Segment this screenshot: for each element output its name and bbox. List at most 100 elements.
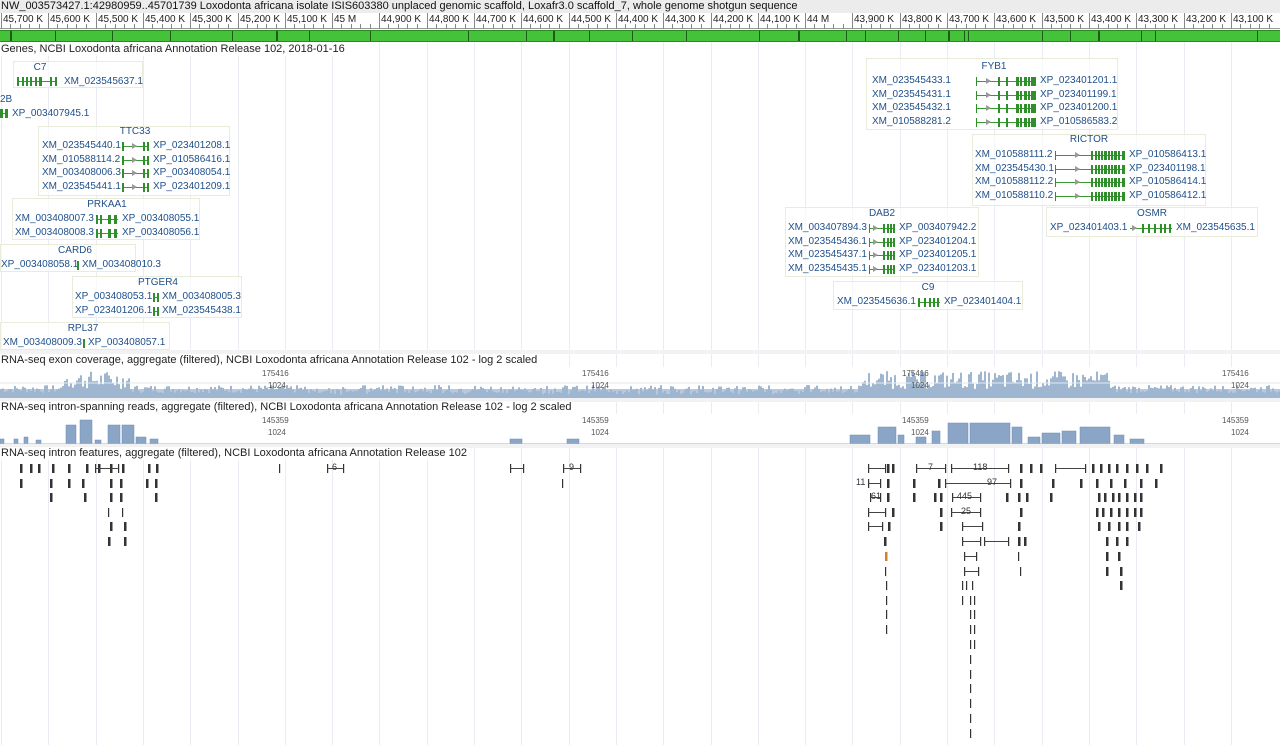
accession-label[interactable]: XP_003408056.1 [122, 227, 200, 238]
accession-label[interactable]: XP_023401201.1 [1040, 75, 1118, 86]
intron-feature-bar[interactable] [1026, 493, 1029, 502]
accession-label[interactable]: XP_010586413.1 [1129, 149, 1207, 160]
sequence-overview-bar[interactable] [0, 30, 1280, 42]
intron-feature-bar[interactable] [38, 464, 41, 473]
intron-feature-bar[interactable] [1106, 567, 1109, 576]
intron-feature-bar[interactable] [966, 581, 968, 590]
gene-model-fyb1[interactable] [976, 104, 1036, 113]
accession-label[interactable]: XM_003408007.3 [15, 213, 94, 224]
accession-label[interactable]: XM_023545436.1 [788, 236, 867, 247]
intron-feature-bar[interactable] [940, 493, 943, 502]
intron-feature-bar[interactable] [1140, 479, 1143, 488]
intron-feature-bar[interactable] [1126, 522, 1129, 531]
intron-feature-bar[interactable] [50, 479, 53, 488]
intron-feature-bar[interactable] [1120, 581, 1123, 590]
gene-model-ptger4[interactable] [153, 293, 159, 302]
intron-feature-bar[interactable] [20, 479, 23, 488]
intron-feature-bar[interactable] [1096, 479, 1099, 488]
gene-model-ttc33[interactable] [122, 169, 149, 178]
intron-reads-track-title[interactable]: RNA-seq intron-spanning reads, aggregate… [0, 401, 572, 414]
intron-feature-bar[interactable] [970, 655, 972, 664]
accession-label[interactable]: XM_003408009.3 [3, 337, 82, 348]
intron-feature-bar[interactable] [86, 464, 89, 473]
accession-label[interactable]: XM_010588110.2 [975, 190, 1054, 201]
gene-name-dab2[interactable]: DAB2 [868, 208, 896, 219]
intron-feature-bar[interactable] [940, 522, 943, 531]
intron-feature-bar[interactable] [1100, 464, 1103, 473]
accession-label[interactable]: XM_010588111.2 [975, 149, 1053, 160]
intron-feature-bar[interactable] [124, 522, 127, 531]
intron-feature-bar[interactable] [1020, 508, 1023, 517]
accession-label[interactable]: XM_010588281.2 [872, 116, 951, 127]
intron-feature-bar[interactable] [30, 464, 33, 473]
accession-label[interactable]: XP_023401209.1 [153, 181, 231, 192]
intron-feature-bar[interactable] [1085, 464, 1087, 473]
intron-feature-bar[interactable] [1134, 508, 1137, 517]
accession-label[interactable]: XP_023401205.1 [899, 249, 977, 260]
intron-feature-bar[interactable] [974, 640, 976, 649]
gene-name-ptger4[interactable]: PTGER4 [137, 277, 178, 288]
intron-feature-bar[interactable] [562, 479, 564, 488]
accession-label[interactable]: XP_023401206.1 [75, 305, 153, 316]
accession-label[interactable]: XM_023545431.1 [872, 89, 951, 100]
intron-feature-bar[interactable] [1106, 552, 1109, 561]
intron-feature-bar[interactable] [880, 479, 882, 488]
intron-feature-bar[interactable] [885, 464, 887, 473]
intron-feature-bar[interactable] [970, 684, 972, 693]
intron-feature-bar[interactable] [1120, 567, 1123, 576]
gene-model-card6[interactable] [77, 261, 79, 270]
intron-feature-bar[interactable] [343, 464, 345, 473]
intron-feature-bar[interactable] [523, 464, 525, 473]
intron-feature-bar[interactable] [1116, 464, 1119, 473]
gene-name-2b[interactable]: 2B [0, 94, 13, 105]
intron-feature-bar[interactable] [940, 508, 943, 517]
intron-feature-bar[interactable] [882, 522, 884, 531]
intron-feature-bar[interactable] [1020, 567, 1022, 576]
accession-label[interactable]: XP_003408057.1 [88, 337, 166, 348]
gene-name-osmr[interactable]: OSMR [1137, 208, 1167, 219]
intron-feature-bar[interactable] [978, 567, 980, 576]
accession-label[interactable]: XM_023545441.1 [42, 181, 121, 192]
intron-feature-bar[interactable] [124, 537, 127, 546]
intron-feature-bar[interactable] [1018, 522, 1021, 531]
accession-label[interactable]: XP_003408054.1 [153, 167, 231, 178]
accession-label[interactable]: XM_023545635.1 [1176, 222, 1255, 233]
intron-feature-bar[interactable] [1020, 479, 1023, 488]
accession-label[interactable]: XP_003407945.1 [12, 108, 90, 119]
intron-features-track-title[interactable]: RNA-seq intron features, aggregate (filt… [0, 447, 467, 460]
intron-feature-bar[interactable] [120, 493, 123, 502]
accession-label[interactable]: XM_023545637.1 [64, 76, 143, 87]
intron-feature-bar[interactable] [980, 537, 982, 546]
gene-name-rpl37[interactable]: RPL37 [67, 323, 99, 334]
gene-model-fyb1[interactable] [976, 77, 1036, 86]
intron-feature-bar[interactable] [962, 581, 964, 590]
intron-feature-bar[interactable] [1108, 522, 1111, 531]
accession-label[interactable]: XM_010588112.2 [975, 176, 1054, 187]
intron-feature-bar[interactable] [1040, 464, 1043, 473]
intron-feature-bar[interactable] [887, 464, 890, 473]
intron-feature-bar[interactable] [1024, 537, 1027, 546]
intron-feature-bar[interactable] [1110, 479, 1113, 488]
gene-model-ttc33[interactable] [122, 183, 149, 192]
intron-feature-bar[interactable] [970, 714, 972, 723]
intron-feature-bar[interactable] [1098, 493, 1101, 502]
accession-label[interactable]: XM_003408005.3 [162, 291, 241, 302]
intron-feature-bar[interactable] [970, 699, 972, 708]
intron-feature-bar[interactable] [880, 493, 882, 502]
accession-label[interactable]: XP_023401200.1 [1040, 102, 1118, 113]
intron-feature-bar[interactable] [1116, 537, 1119, 546]
intron-feature-bar[interactable] [120, 479, 123, 488]
accession-label[interactable]: XM_003408010.3 [82, 259, 161, 270]
intron-feature-bar[interactable] [1020, 464, 1023, 473]
gene-name-ttc33[interactable]: TTC33 [119, 126, 151, 137]
intron-feature-bar[interactable] [1092, 464, 1095, 473]
gene-model-prkaa1[interactable] [96, 229, 118, 238]
intron-feature-bar[interactable] [1155, 479, 1158, 488]
intron-feature-bar[interactable] [1080, 479, 1083, 488]
accession-label[interactable]: XP_010586412.1 [1129, 190, 1207, 201]
intron-feature-bar[interactable] [934, 493, 937, 502]
gene-model-ptger4[interactable] [153, 307, 159, 316]
intron-feature-bar[interactable] [1126, 493, 1129, 502]
gene-model-rictor[interactable] [1055, 165, 1125, 174]
intron-feature-bar[interactable] [50, 493, 53, 502]
